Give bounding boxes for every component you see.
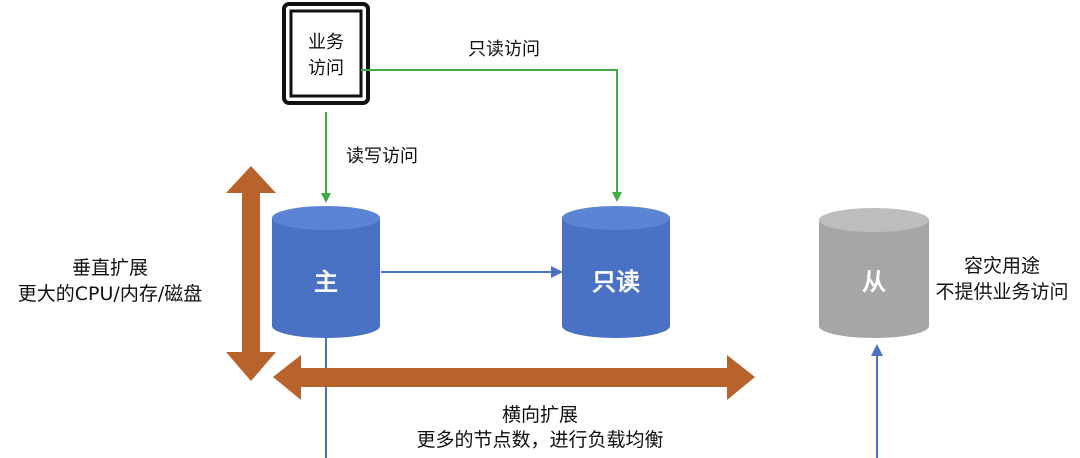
slave-note-line1: 容灾用途: [964, 255, 1040, 277]
slave-db-label: 从: [862, 268, 886, 296]
business-access-device: 业务 访问: [282, 2, 370, 105]
horizontal-scaling-line1: 横向扩展: [502, 404, 578, 426]
device-label-line2: 访问: [308, 58, 344, 79]
vertical-scaling-line2: 更大的CPU/内存/磁盘: [18, 283, 202, 305]
readwrite-access-label: 读写访问: [346, 146, 418, 167]
readonly-access-label: 只读访问: [468, 39, 540, 60]
slave-note-line2: 不提供业务访问: [935, 281, 1068, 303]
horizontal-scaling-arrow: [273, 355, 755, 400]
slave-db: 从: [819, 208, 929, 338]
master-db: 主: [272, 206, 380, 338]
master-db-label: 主: [314, 268, 338, 296]
device-label-line1: 业务: [308, 32, 344, 53]
readonly-db: 只读: [562, 206, 670, 338]
readonly-db-label: 只读: [592, 268, 640, 296]
horizontal-scaling-line2: 更多的节点数，进行负载均衡: [416, 429, 663, 451]
readonly-access-arrow: [361, 69, 622, 202]
vertical-scaling-arrow: [226, 166, 276, 381]
vertical-scaling-line1: 垂直扩展: [72, 257, 148, 279]
